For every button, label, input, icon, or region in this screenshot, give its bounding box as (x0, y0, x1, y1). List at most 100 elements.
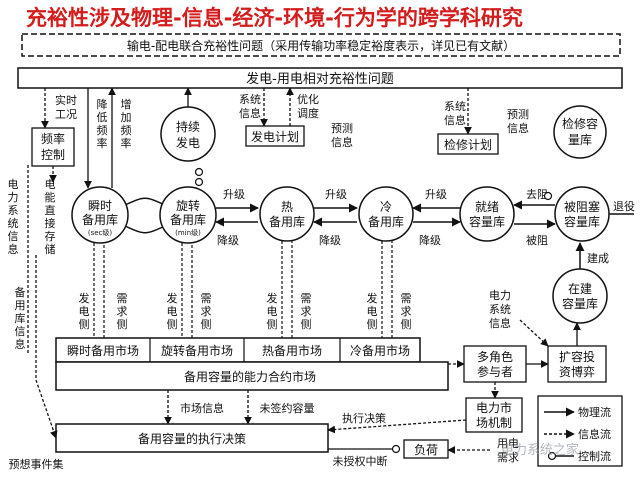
reserve-info-2: 用 (15, 299, 26, 312)
system-info-1-line1: 系统 (239, 93, 261, 106)
market-spinning: 旋转备用市场 (161, 343, 233, 358)
downgrade-label-3: 降级 (419, 233, 441, 247)
downgrade-label-1: 降级 (217, 233, 239, 247)
control-dot-3 (543, 191, 553, 201)
legend-info-label: 信息流 (578, 427, 611, 441)
gen-side-4-b: 电 (367, 305, 378, 318)
demand-side-2-b: 求 (201, 305, 212, 318)
increase-freq-4: 率 (121, 136, 132, 150)
demand-side-2-a: 需 (201, 292, 212, 305)
increase-freq-2: 加 (121, 111, 132, 124)
unauthorized-cut-label: 未授权中断 (333, 454, 388, 468)
cold-reserve-node (358, 186, 414, 242)
system-info-2-line1: 系统 (444, 100, 466, 113)
demand-side-2-c: 侧 (201, 318, 212, 331)
direct-store-2: 能 (45, 190, 56, 204)
increase-freq-3: 频 (121, 123, 132, 137)
under-construction-node (552, 268, 608, 324)
forecast-info-2-line2: 信息 (507, 121, 529, 135)
mech-to-exec (327, 419, 467, 434)
gen-side-3-c: 侧 (267, 318, 278, 331)
markets-row (55, 337, 421, 363)
maint-store-line2: 量库 (568, 132, 592, 147)
realtime-line1: 实时 (55, 93, 77, 107)
blocked-store-line1: 被阻塞 (564, 199, 600, 214)
under-construction-line1: 在建 (568, 282, 592, 296)
spinning-reserve-line2: 备用库 (170, 212, 206, 227)
realtime-line2: 工况 (55, 108, 77, 121)
blocked-label: 被阻 (526, 234, 548, 247)
expansion-game-box (547, 345, 607, 383)
power-sys-info-left-5: 信 (8, 230, 19, 243)
instant-reserve-line2: 备用库 (82, 212, 118, 227)
gen-plan-box (245, 125, 305, 147)
market-hot: 热备用市场 (262, 343, 322, 358)
events-arrow (35, 379, 58, 439)
demand-side-3-a: 需 (301, 292, 312, 305)
demand-side-1-b: 求 (117, 305, 128, 318)
forecast-info-2-line1: 预测 (507, 108, 529, 121)
ready-store-line2: 容量库 (469, 214, 505, 229)
hot-reserve-line1: 热 (281, 200, 293, 214)
power-sys-info-left-4: 统 (8, 217, 19, 230)
system-info-2-line2: 信息 (444, 113, 466, 127)
gen-load-label: 发电-用电相对充裕性问题 (246, 71, 394, 87)
maint-plan-label: 检修计划 (444, 137, 492, 152)
unsigned-capacity-label: 未签约容量 (260, 401, 315, 415)
page-title: 充裕性涉及物理-信息-经济-环境-行为学的跨学科研究 (26, 6, 523, 30)
market-instant: 瞬时备用市场 (67, 343, 139, 358)
increase-freq-1: 增 (121, 97, 132, 111)
demand-side-4-b: 求 (401, 305, 412, 318)
gen-side-2-b: 电 (167, 305, 178, 318)
hot-reserve-node (259, 186, 315, 242)
spinning-reserve-line3: (min级) (175, 228, 201, 237)
ready-store-node (459, 186, 515, 242)
expansion-game-line1: 扩容投 (559, 349, 595, 364)
multi-role-line1: 多角色 (477, 350, 513, 364)
cold-reserve-line1: 冷 (380, 200, 392, 214)
retire-label: 退役 (613, 199, 635, 213)
expansion-game-line2: 资博弈 (559, 364, 595, 379)
power-sys-info-left-6: 息 (8, 242, 19, 256)
power-sys-info-left-1: 电 (8, 178, 19, 191)
exec-decision-label: 执行决策 (342, 411, 386, 425)
demand-side-3-c: 侧 (301, 318, 312, 331)
direct-store-5: 存 (45, 229, 56, 243)
gen-side-2-c: 侧 (167, 318, 178, 331)
ready-store-line1: 就绪 (475, 200, 499, 214)
expected-events-label: 预想事件集 (9, 457, 64, 471)
reduce-freq-3: 频 (97, 123, 108, 137)
direct-store-4: 接 (45, 217, 56, 230)
continuous-gen-node (160, 106, 216, 162)
control-dot-1 (194, 167, 204, 177)
control-dot-2 (194, 177, 204, 187)
maint-store-line1: 检修容 (562, 116, 598, 131)
reduce-freq-1: 降 (97, 97, 108, 111)
cold-reserve-line2: 备用库 (368, 214, 404, 229)
forecast-info-1-line2: 信息 (331, 135, 353, 149)
demand-side-4-a: 需 (401, 292, 412, 305)
demand-side-3-b: 求 (301, 305, 312, 318)
exec-decision-text: 备用容量的执行决策 (138, 431, 246, 446)
gen-side-1-b: 电 (79, 305, 90, 318)
reserve-market-links (93, 241, 393, 338)
instant-reserve-line3: (sec级) (88, 228, 113, 237)
watermark: 电力系统之家 (501, 442, 579, 458)
reserve-info-5: 息 (15, 337, 26, 351)
transmission-distribution-box (21, 33, 621, 57)
control-dot-4 (391, 444, 401, 454)
demand-side-1-c: 侧 (117, 318, 128, 331)
load-label: 负荷 (414, 443, 438, 457)
gen-side-3-b: 电 (267, 305, 278, 318)
legend-control-label: 控制流 (578, 449, 611, 463)
gen-side-3-a: 发 (267, 291, 278, 305)
market-cold: 冷备用市场 (350, 343, 410, 358)
continuous-gen-line1: 持续 (176, 119, 200, 134)
blocked-store-node (554, 186, 610, 242)
legend-control-dot (547, 451, 557, 461)
build-label: 建成 (587, 251, 609, 265)
power-sys-info-left-2: 力 (8, 191, 19, 204)
blocked-store-line2: 容量库 (564, 214, 600, 229)
gen-side-1-a: 发 (79, 291, 90, 305)
